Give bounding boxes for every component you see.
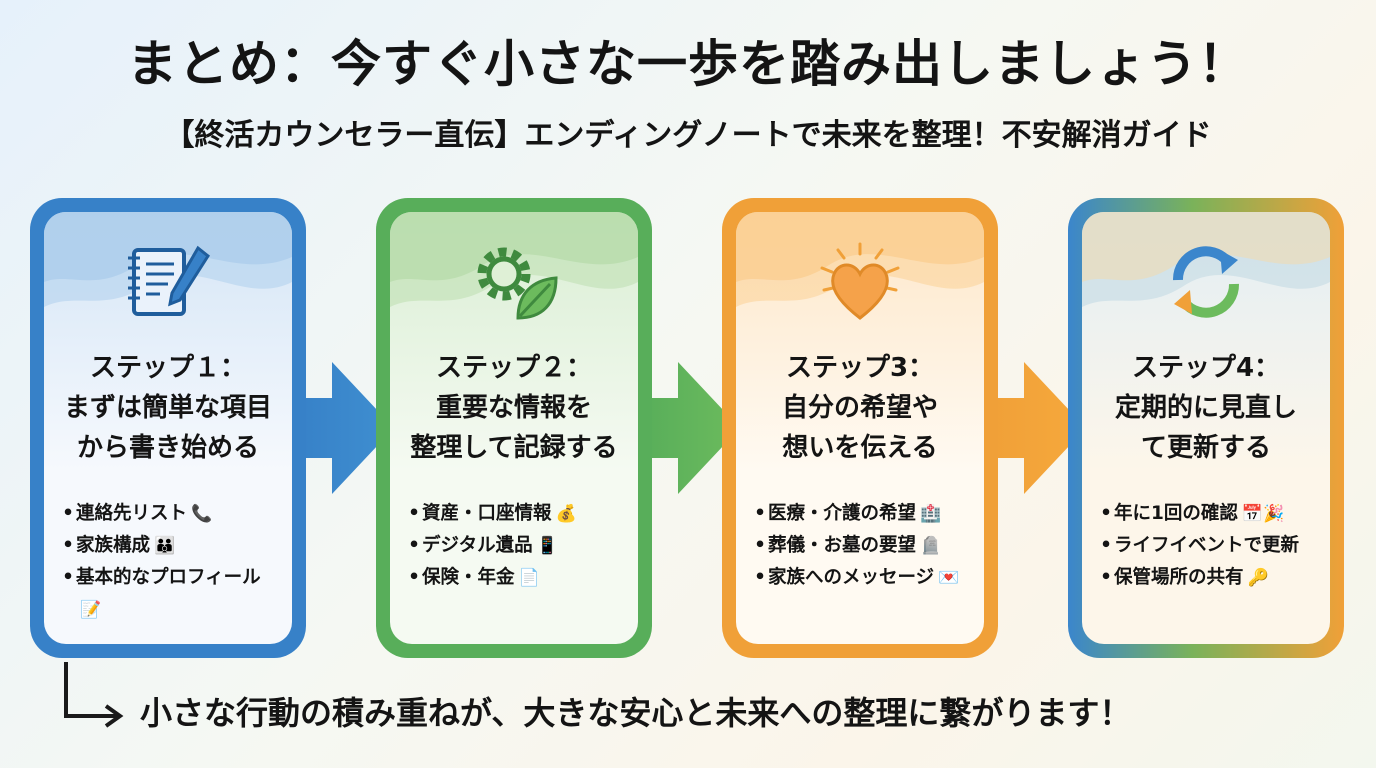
page-title: まとめ：今すぐ小さな一歩を踏み出しましょう！: [127, 35, 1249, 93]
step-title: ステップ２： 重要な情報を 整理して記録する: [410, 353, 618, 463]
step-card-3: ステップ3： 自分の希望や 想いを伝える •医療・介護の希望🏥 •葬儀・お墓の要…: [722, 198, 998, 658]
gear-leaf-icon: [477, 247, 558, 320]
step-card-1: ステップ１： まずは簡単な項目 から書き始める •連絡先リスト📞 •家族構成👪 …: [30, 198, 306, 658]
love-letter-icon: 💌: [938, 568, 960, 588]
step-title: ステップ3： 自分の希望や 想いを伝える: [781, 353, 938, 463]
list-item: •葬儀・お墓の要望🪦: [752, 530, 980, 562]
step-item-list: •年に1回の確認📅🎉 •ライフイベントで更新 •保管場所の共有🔑: [1098, 498, 1326, 594]
list-item: •年に1回の確認📅🎉: [1098, 498, 1326, 530]
step-item-list: •医療・介護の希望🏥 •葬儀・お墓の要望🪦 •家族へのメッセージ💌: [752, 498, 980, 594]
footer-message: 小さな行動の積み重ねが、大きな安心と未来への整理に繋がります！: [140, 694, 1132, 732]
list-item: •資産・口座情報💰: [406, 498, 634, 530]
memo-icon: 📝: [80, 600, 102, 620]
family-icon: 👪: [154, 536, 176, 556]
footer-elbow-arrow: [64, 662, 118, 718]
list-item: •基本的なプロフィール📝: [60, 562, 288, 626]
list-item: •連絡先リスト📞: [60, 498, 288, 530]
step-card-2: ステップ２： 重要な情報を 整理して記録する •資産・口座情報💰 •デジタル遺品…: [376, 198, 652, 658]
step-item-list: •資産・口座情報💰 •デジタル遺品📱 •保険・年金📄: [406, 498, 634, 594]
list-item: •デジタル遺品📱: [406, 530, 634, 562]
step-title: ステップ4： 定期的に見直し て更新する: [1114, 353, 1297, 463]
page-subtitle: 【終活カウンセラー直伝】エンディングノートで未来を整理！不安解消ガイド: [164, 118, 1212, 153]
step-title: ステップ１： まずは簡単な項目 から書き始める: [63, 353, 272, 463]
list-item: •保険・年金📄: [406, 562, 634, 594]
list-item: •保管場所の共有🔑: [1098, 562, 1326, 594]
list-item: •医療・介護の希望🏥: [752, 498, 980, 530]
hospital-icon: 🏥: [920, 504, 942, 524]
document-icon: 📄: [518, 568, 540, 588]
list-item: •ライフイベントで更新: [1100, 535, 1300, 556]
smartphone-icon: 📱: [536, 536, 558, 556]
step-item-list: •連絡先リスト📞 •家族構成👪 •基本的なプロフィール📝: [60, 498, 288, 626]
list-item: •家族へのメッセージ💌: [752, 562, 980, 594]
phone-icon: 📞: [191, 504, 213, 524]
headstone-icon: 🪦: [920, 536, 942, 556]
list-item: •家族構成👪: [60, 530, 288, 562]
notebook-pen-icon: [128, 245, 210, 316]
money-bag-icon: 💰: [555, 504, 577, 524]
arrow-step1-to-step2: [296, 362, 394, 494]
key-icon: 🔑: [1247, 568, 1269, 588]
step-card-4: ステップ4： 定期的に見直し て更新する •年に1回の確認📅🎉 •ライフイベント…: [1068, 198, 1344, 658]
arrow-step2-to-step3: [642, 362, 740, 494]
refresh-cycle-icon: [1172, 246, 1240, 318]
calendar-party-icon: 📅🎉: [1241, 504, 1285, 524]
arrow-step3-to-step4: [988, 362, 1086, 494]
heart-icon: [820, 242, 900, 320]
